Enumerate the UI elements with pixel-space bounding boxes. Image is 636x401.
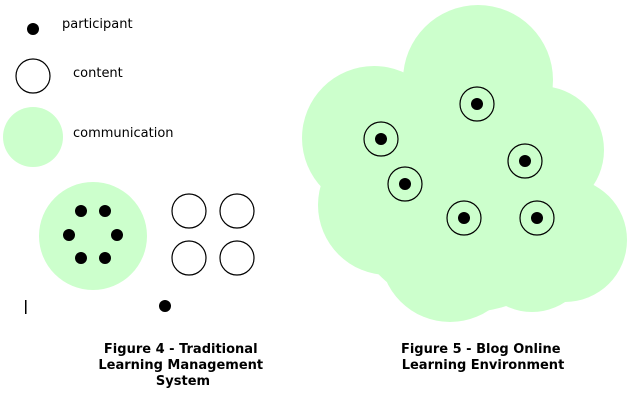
figure5-diagram [302,5,627,322]
figure4-participant [75,252,87,264]
figure5-node [363,121,399,157]
legend: participant content communication [3,17,174,167]
figure4-diagram [25,182,255,314]
legend-communication-circle [3,107,63,167]
figure4-caption-line: Learning Management [98,358,263,373]
figure5-node [446,200,482,236]
figure5-content-ring [446,200,482,236]
figure5-caption-line: Figure 5 - Blog Online [401,342,561,357]
figure5-node [459,86,495,122]
figure4-content [171,193,207,229]
figure4-content [219,193,255,229]
figure4-participant [111,229,123,241]
figure4-participant [63,229,75,241]
figure5-participant [458,212,470,224]
figure5-participant [519,155,531,167]
figure4-content [219,240,255,276]
figure5-content-ring [519,200,555,236]
figure5-node [507,143,543,179]
figure4-text-cursor [25,300,27,314]
figure4-participant [99,205,111,217]
figure4-participant [99,252,111,264]
legend-content-circle [15,58,51,94]
figure5-content-ring [459,86,495,122]
figure5-caption: Figure 5 - Blog Online Learning Environm… [401,342,565,373]
figure4-caption: Figure 4 - Traditional Learning Manageme… [98,342,267,389]
figure4-lone-participant [159,300,171,312]
legend-communication-label: communication [73,126,174,141]
figure5-content-ring [507,143,543,179]
figure5-content-ring [363,121,399,157]
figure5-participant [531,212,543,224]
figure5-participant [399,178,411,190]
figure5-content-ring [387,166,423,202]
figure4-participant [75,205,87,217]
figure4-caption-line: System [156,374,210,389]
legend-participant-dot [27,23,39,35]
figure5-communication-cloud [302,5,627,322]
legend-participant-label: participant [62,17,133,32]
figure5-node [387,166,423,202]
figure5-node [519,200,555,236]
figure5-participant [375,133,387,145]
figure4-content [171,240,207,276]
figure4-communication-circle [39,182,147,290]
legend-content-label: content [73,66,123,81]
figure4-caption-line: Figure 4 - Traditional [104,342,258,357]
figure5-caption-line: Learning Environment [402,358,565,373]
figure5-participant [471,98,483,110]
